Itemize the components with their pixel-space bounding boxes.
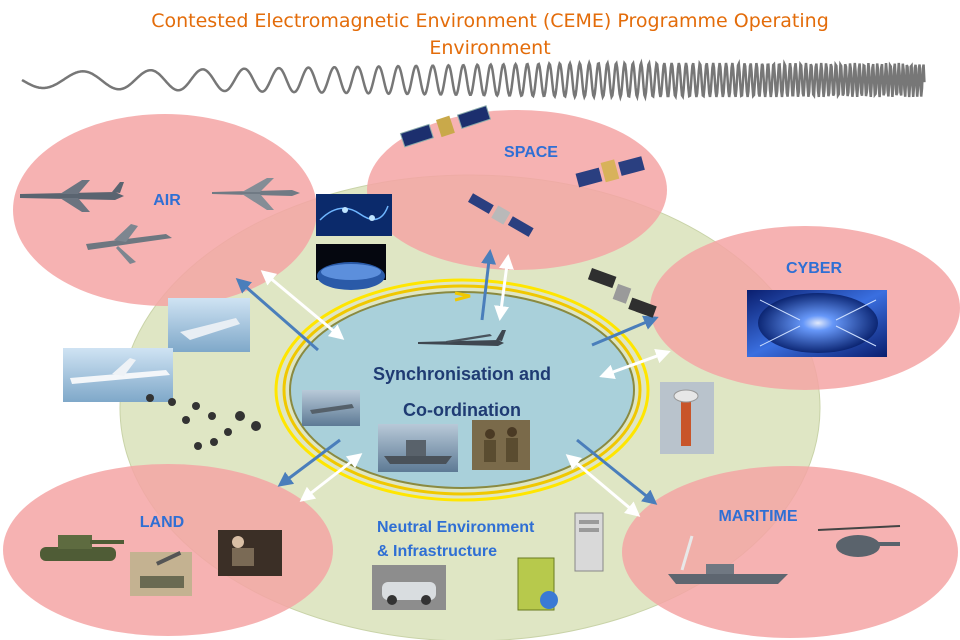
airliner-image [63, 348, 173, 402]
jet-over-sea-image [302, 390, 360, 426]
core-outer-ring [274, 278, 650, 502]
land-domain-ellipse [3, 464, 333, 636]
cyber-tunnel-icon [747, 290, 887, 357]
white-arrow-cyber [599, 349, 671, 379]
neutral-label-line-1: Neutral Environment [377, 519, 535, 536]
maritime-label: MARITIME [718, 508, 797, 525]
air-cargo-aircraft-icon [20, 180, 124, 212]
core-ellipse [289, 291, 635, 489]
white-arrow-air [260, 270, 345, 340]
soldiers-image [472, 420, 530, 470]
wave-icon [21, 58, 926, 102]
space-satellite-icon-1 [399, 105, 492, 148]
diagram-title: Contested Electromagnetic Environment (C… [0, 8, 960, 62]
air-label: AIR [153, 192, 181, 209]
space-domain-ellipse [367, 110, 667, 270]
soldier-image [218, 530, 282, 576]
white-arrow-space [494, 254, 514, 321]
transport-aircraft-icon [418, 330, 506, 346]
core-middle-ring [282, 284, 642, 496]
space-satellite-icon-3 [575, 156, 645, 188]
air-domain-ellipse [13, 114, 317, 306]
warship-image [378, 424, 458, 472]
server-globe-icon [517, 557, 558, 611]
earth-view-image [316, 244, 386, 290]
space-satellite-icon-2 [468, 193, 534, 237]
destroyer-icon [668, 535, 788, 584]
tank-icon [40, 535, 124, 561]
helicopter-icon [817, 525, 901, 557]
drone-swarm-icon [146, 394, 261, 450]
blue-arrow-space [480, 249, 497, 321]
white-arrow-maritime [565, 454, 641, 517]
title-line-2: Environment [429, 37, 551, 59]
stealth-aircraft-image [168, 298, 250, 352]
cyber-label: CYBER [786, 260, 842, 277]
network-map-image [316, 194, 392, 236]
anti-aircraft-vehicle-image [130, 551, 192, 596]
core-label-line-2: Co-ordination [403, 400, 521, 420]
core-label-line-1: Synchronisation and [373, 364, 551, 384]
air-fighter-jet-icon [212, 178, 300, 210]
neutral-label-line-2: & Infrastructure [377, 543, 497, 560]
white-arrow-land [299, 453, 363, 502]
land-label: LAND [140, 514, 184, 531]
maritime-domain-ellipse [622, 466, 958, 638]
space-label: SPACE [504, 144, 558, 161]
radar-tower-image [660, 382, 714, 454]
car-image [372, 565, 446, 610]
ring-arrow-icon [454, 291, 471, 302]
server-icon [574, 512, 604, 572]
blue-arrow-cyber [591, 315, 659, 347]
space-satellite-icon-4 [587, 268, 657, 318]
connection-arrows [235, 249, 671, 517]
title-line-1: Contested Electromagnetic Environment (C… [151, 10, 829, 32]
air-patrol-aircraft-icon [86, 224, 172, 264]
